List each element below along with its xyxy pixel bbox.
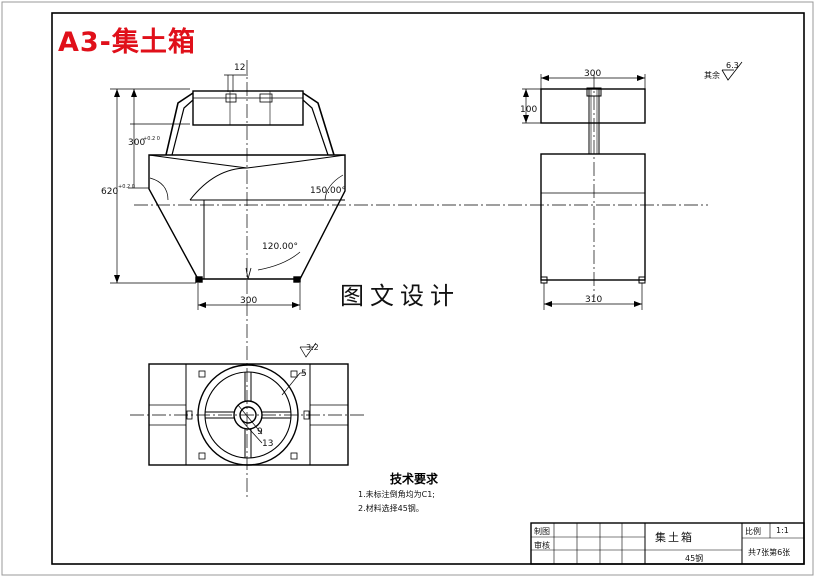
center-lines	[130, 60, 708, 500]
plan-leaders	[237, 342, 317, 444]
watermark: 图文设计	[340, 282, 460, 310]
dim-angle-right: 150.00°	[310, 186, 346, 196]
dim-front-height-upper-tol: +0.2 0	[143, 136, 160, 142]
front-dim-arrows	[114, 89, 300, 308]
front-view	[148, 90, 346, 283]
title-block-part-name: 集土箱	[655, 531, 694, 544]
dim-front-height-total-tol: +0.2 0	[118, 184, 135, 190]
roughness-local-value: 3.2	[306, 343, 319, 352]
dim-plan-outer: 13	[262, 439, 273, 449]
dim-side-bottom-width: 310	[585, 295, 602, 305]
title-block-check-label: 审核	[534, 541, 550, 550]
dim-top-width-small: 12	[234, 63, 245, 73]
title-block-material: 45钢	[685, 554, 704, 563]
title-block-draw-label: 制图	[534, 527, 550, 536]
side-view	[540, 87, 646, 284]
title-block-scale-value: 1:1	[776, 526, 789, 535]
roughness-general-value: 6.3	[726, 61, 739, 70]
dim-plan-inner: 9	[257, 427, 263, 437]
inner-border	[51, 12, 805, 565]
dim-side-top-height: 100	[520, 105, 537, 115]
dim-plan-wall: 5	[301, 369, 307, 379]
roughness-general-label: 其余	[704, 70, 720, 80]
dim-angle-bottom: 120.00°	[262, 242, 298, 252]
roughness-general-symbol	[721, 61, 743, 81]
tech-item-1: 1.未标注倒角均为C1;	[358, 490, 436, 499]
title-block	[530, 522, 805, 565]
dim-front-bottom-width: 300	[240, 296, 257, 306]
sheet-title: A3-集土箱	[58, 27, 196, 58]
dim-front-height-total: 620	[101, 187, 118, 197]
dim-front-height-upper: 300	[128, 138, 145, 148]
title-block-scale-label: 比例	[745, 527, 761, 536]
dim-side-top-width: 300	[584, 69, 601, 79]
title-block-sheets: 共7张第6张	[748, 548, 791, 557]
plan-view	[148, 363, 349, 466]
tech-title: 技术要求	[390, 472, 439, 486]
front-dimensions	[110, 74, 344, 310]
side-dim-arrows	[523, 75, 645, 307]
tech-item-2: 2.材料选择45钢。	[358, 504, 424, 513]
